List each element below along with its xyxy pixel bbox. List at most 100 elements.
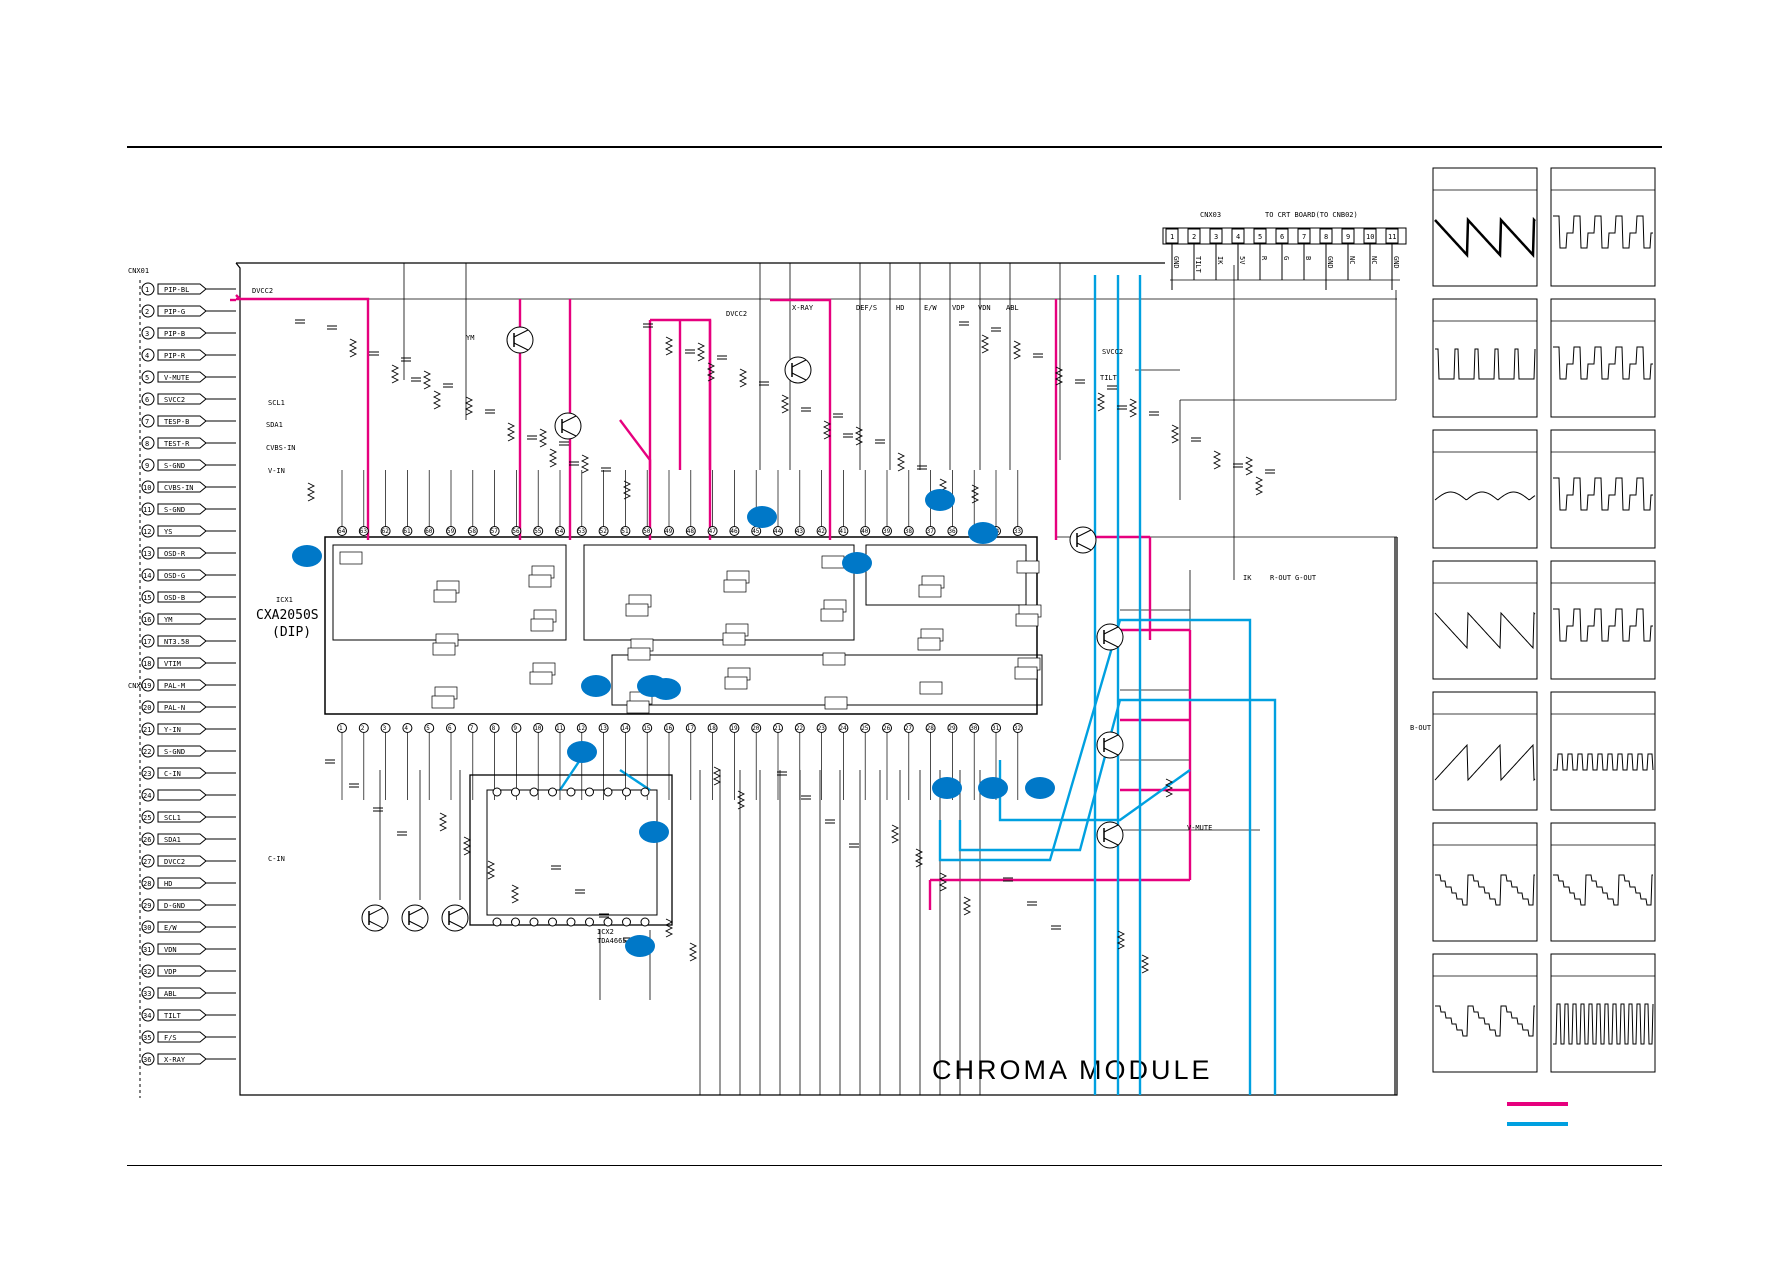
power-trace (619, 419, 652, 540)
connector-pin (141, 458, 155, 472)
waveform-panel (1432, 953, 1538, 1073)
connector-pin (141, 700, 155, 714)
connector-pin-name: Y-IN (164, 726, 181, 734)
ic-sub-body (469, 774, 673, 926)
resistor (464, 396, 474, 416)
waveform-panel (1432, 691, 1538, 811)
connector-pin (141, 898, 155, 912)
transistor-collector (408, 907, 424, 916)
ic-pin-top (358, 526, 369, 536)
sub-ic-pin (566, 787, 576, 797)
ic-pin-top (576, 526, 587, 536)
connector-pin-tag (157, 569, 207, 581)
cnx03-pin-number: 7 (1302, 233, 1306, 241)
ic-pin-bottom-number: 25 (861, 725, 869, 732)
cnx03-pin-number: 5 (1258, 233, 1262, 241)
sub-ic-pin (492, 787, 502, 797)
connector-pin-tag (157, 921, 207, 933)
net-label: YM (466, 334, 474, 342)
ic-pin-bottom (947, 723, 958, 733)
resistor (438, 812, 448, 832)
ic-pin-top-number: 39 (883, 528, 891, 535)
waveform-panel (1432, 560, 1538, 680)
cnx01-ref: CNX01 (128, 267, 149, 275)
connector-pin-name: PAL-M (164, 682, 185, 690)
connector-pin-tag (157, 1009, 207, 1021)
signal-trace (1190, 618, 1252, 1095)
ic-pin-top (446, 526, 456, 536)
connector-pin-name: YM (164, 616, 172, 624)
connector-pin (141, 370, 155, 384)
bottom-rule (127, 1165, 1662, 1166)
ic-pin-top (533, 526, 544, 536)
ic-pin-top (402, 526, 413, 536)
connector-pin (141, 920, 155, 934)
cnx03-note: TO CRT BOARD(TO CNB02) (1265, 211, 1358, 219)
ic-pin-top-number: 64 (338, 528, 346, 535)
cnx03-pin-number: 11 (1388, 233, 1396, 241)
waveform-trace (1434, 611, 1536, 650)
ic-function-block (822, 652, 846, 666)
ic-pin-bottom (446, 723, 456, 733)
connector-pin-name: YS (164, 528, 172, 536)
transistor-emitter (561, 428, 577, 437)
connector-pin (141, 810, 155, 824)
ic-pin-bottom (664, 723, 674, 733)
connector-pin-name: PIP-G (164, 308, 185, 316)
connector-pin-tag (157, 877, 207, 889)
waveform-trace (1553, 215, 1653, 249)
net-label: V-MUTE (1187, 824, 1212, 832)
connector-pin-name: SDA1 (164, 836, 181, 844)
cnx03-pin-name: 5V (1238, 256, 1246, 265)
connector-pin-number: 33 (143, 990, 151, 998)
net-label: TILT (1100, 374, 1118, 382)
resistor (422, 370, 432, 390)
ic-pin-bottom-number: 22 (796, 725, 804, 732)
connector-pin-name: VDN (164, 946, 177, 954)
net-label: C-IN (268, 855, 285, 863)
ic-pin-bottom-number: 3 (383, 725, 387, 732)
cnx03-pin (1253, 228, 1267, 244)
ic-pin-top-number: 47 (709, 528, 717, 535)
connector-pin-tag (157, 943, 207, 955)
power-trace (770, 298, 832, 540)
ic-function-block (433, 589, 457, 603)
transistor (441, 904, 469, 932)
probe-point-marker (968, 522, 998, 544)
ic-pin-bottom (969, 723, 980, 733)
resistor (390, 364, 400, 384)
ic-pin-bottom (882, 723, 892, 733)
resistor (938, 872, 948, 892)
cnx03-pin-number: 8 (1324, 233, 1328, 241)
resistor (462, 836, 472, 856)
resistor (736, 790, 746, 810)
waveform-panel (1550, 429, 1656, 549)
net-label: R-OUT (1270, 574, 1292, 582)
ic-pin-bottom-number: 2 (361, 725, 365, 732)
probe-point-marker (292, 545, 322, 567)
cnx03-pin (1385, 228, 1399, 244)
connector-pin-number: 6 (145, 396, 149, 404)
waveform-panel (1550, 167, 1656, 287)
connector-pin (141, 854, 155, 868)
ic-function-block (1016, 560, 1040, 574)
cnx03-pin (1363, 228, 1377, 244)
net-label: B-OUT (1410, 724, 1432, 732)
connector-pin (141, 788, 155, 802)
ic-function-block (1015, 613, 1039, 627)
connector-pin (141, 480, 155, 494)
connector-pin-tag (157, 437, 207, 449)
resistor (1164, 778, 1174, 798)
connector-pin-number: 35 (143, 1034, 151, 1042)
cnx03-pin (1319, 228, 1333, 244)
ic-pin-top (882, 526, 892, 536)
connector-pin-number: 10 (143, 484, 151, 492)
connector-pin-name: X-RAY (164, 1056, 186, 1064)
probe-markers (292, 489, 1055, 957)
connector-pin-name: PAL-N (164, 704, 185, 712)
probe-point-marker (932, 777, 962, 799)
cnx02-ref: CNX02 (128, 682, 149, 690)
resistor (688, 942, 698, 962)
ic-pin-bottom-number: 17 (687, 725, 695, 732)
